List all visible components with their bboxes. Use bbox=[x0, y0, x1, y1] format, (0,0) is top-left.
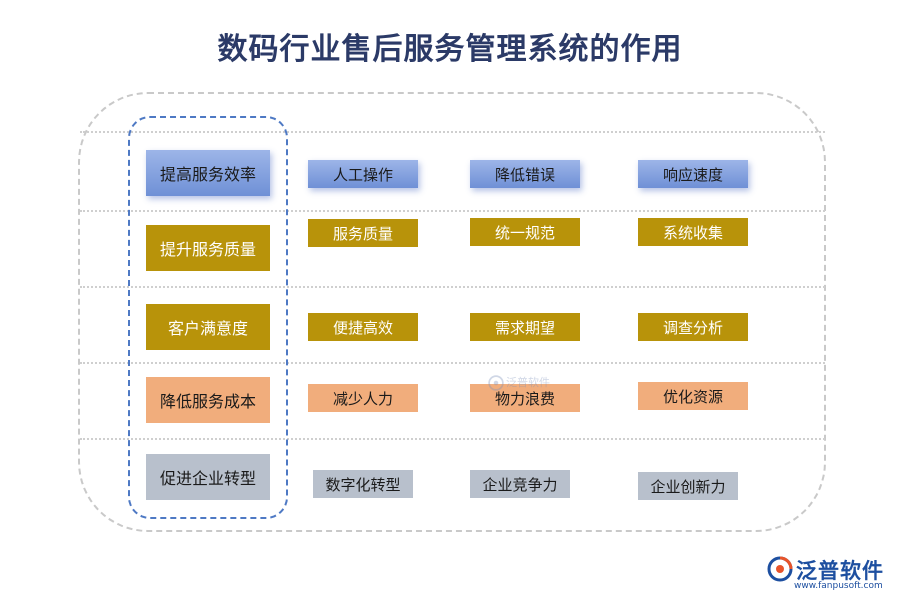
item-box-4-2: 物力浪费 bbox=[470, 384, 580, 412]
left-box-4: 降低服务成本 bbox=[146, 377, 270, 423]
item-box-3-3: 调查分析 bbox=[638, 313, 748, 341]
left-box-1: 提高服务效率 bbox=[146, 150, 270, 196]
item-box-5-3: 企业创新力 bbox=[638, 472, 738, 500]
item-box-5-1: 数字化转型 bbox=[313, 470, 413, 498]
row-divider bbox=[80, 362, 825, 364]
item-box-2-2: 统一规范 bbox=[470, 218, 580, 246]
brand-name: 泛普软件 bbox=[796, 559, 884, 583]
brand-logo: 泛普软件 www.fanpusoft.com bbox=[764, 553, 894, 595]
item-box-2-3: 系统收集 bbox=[638, 218, 748, 246]
item-box-1-3: 响应速度 bbox=[638, 160, 748, 188]
left-box-3: 客户满意度 bbox=[146, 304, 270, 350]
watermark: 泛普软件 bbox=[488, 373, 568, 393]
item-box-2-1: 服务质量 bbox=[308, 219, 418, 247]
outer-frame bbox=[78, 92, 826, 532]
item-box-4-3: 优化资源 bbox=[638, 382, 748, 410]
page-title: 数码行业售后服务管理系统的作用 bbox=[217, 32, 683, 67]
left-box-2: 提升服务质量 bbox=[146, 225, 270, 271]
brand-url: www.fanpusoft.com bbox=[794, 581, 883, 591]
watermark-text: 泛普软件 bbox=[506, 376, 550, 389]
row-divider bbox=[80, 210, 825, 212]
left-column-frame bbox=[128, 116, 288, 519]
item-box-1-2: 降低错误 bbox=[470, 160, 580, 188]
row-divider bbox=[80, 286, 825, 288]
item-box-3-2: 需求期望 bbox=[470, 313, 580, 341]
row-divider bbox=[80, 438, 825, 440]
left-box-5: 促进企业转型 bbox=[146, 454, 270, 500]
item-box-3-1: 便捷高效 bbox=[308, 313, 418, 341]
item-box-4-1: 减少人力 bbox=[308, 384, 418, 412]
item-box-1-1: 人工操作 bbox=[308, 160, 418, 188]
row-divider bbox=[80, 131, 825, 133]
fanpu-logo-icon bbox=[488, 375, 504, 391]
fanpu-logo-icon bbox=[767, 556, 793, 582]
item-box-5-2: 企业竞争力 bbox=[470, 470, 570, 498]
